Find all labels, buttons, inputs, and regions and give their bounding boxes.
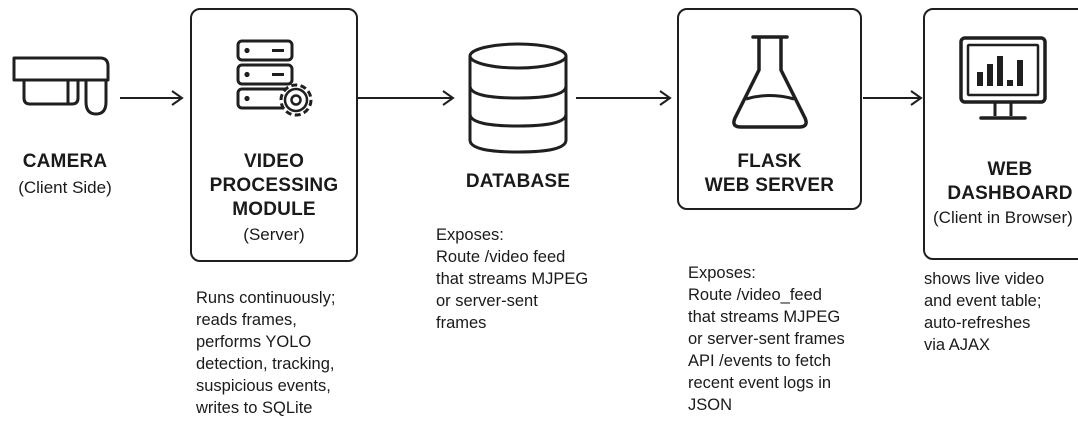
video-processing-box: VIDEO PROCESSING MODULE (Server) — [190, 8, 358, 262]
description-line: or server-sent frames — [688, 330, 845, 348]
description-line: reads frames, — [196, 311, 297, 329]
processing-title-line-1: VIDEO — [243, 151, 305, 172]
description-line: auto-refreshes — [924, 314, 1031, 332]
api-line: JSON — [688, 396, 733, 414]
database-title: DATABASE — [465, 171, 571, 192]
api-line: API /events to fetch — [688, 352, 832, 370]
description-line: detection, tracking, — [196, 355, 335, 373]
description-line: frames — [436, 314, 487, 332]
processing-title-line-2: PROCESSING — [209, 175, 339, 196]
description-line: that streams MJPEG — [688, 308, 841, 326]
dashboard-description: shows live video and event table; auto-r… — [924, 268, 1044, 356]
description-line: that streams MJPEG — [436, 270, 589, 288]
arrow-flask-to-dashboard — [863, 90, 923, 106]
camera-subtitle: (Client Side) — [18, 178, 112, 197]
database-description: Exposes: Route /video feed that streams … — [436, 224, 588, 334]
description-line: shows live video — [924, 270, 1045, 288]
flask-title-line-1: FLASK — [737, 151, 802, 172]
description-line: suspicious events, — [196, 377, 331, 395]
server-gear-icon — [236, 39, 313, 117]
monitor-chart-icon — [959, 36, 1047, 120]
description-line: Runs continuously; — [196, 289, 336, 307]
flask-title-line-2: WEB SERVER — [704, 175, 835, 196]
description-line: via AJAX — [924, 336, 991, 354]
description-line: writes to SQLite — [196, 399, 313, 417]
description-line: Route /video feed — [436, 248, 566, 266]
camera-title: CAMERA — [22, 151, 108, 172]
arrow-camera-to-processing — [120, 90, 184, 106]
arrow-database-to-flask — [576, 90, 672, 106]
flask-icon — [732, 35, 808, 129]
api-line: recent event logs in — [688, 374, 832, 392]
description-line: Route /video_feed — [688, 286, 822, 304]
processing-title-line-3: MODULE — [232, 199, 316, 220]
arrow-processing-to-database — [357, 90, 455, 106]
description-line: or server-sent — [436, 292, 538, 310]
database-icon — [468, 42, 568, 154]
flask-web-server-box: FLASK WEB SERVER — [677, 8, 862, 210]
description-line: and event table; — [924, 292, 1042, 310]
description-line: Exposes: — [436, 226, 504, 244]
description-line: Exposes: — [688, 264, 756, 282]
processing-description: Runs continuously; reads frames, perform… — [196, 287, 335, 419]
processing-subtitle: (Server) — [243, 225, 305, 244]
camera-icon — [12, 56, 110, 116]
flask-api-description: API /events to fetch recent event logs i… — [688, 350, 831, 416]
flask-description: Exposes: Route /video_feed that streams … — [688, 262, 845, 350]
description-line: performs YOLO — [196, 333, 312, 351]
dashboard-title-line-2: DASHBOARD — [947, 183, 1073, 204]
dashboard-title-line-1: WEB — [987, 159, 1033, 180]
dashboard-subtitle: (Client in Browser) — [933, 208, 1073, 227]
web-dashboard-box: WEB DASHBOARD (Client in Browser) — [923, 8, 1078, 260]
